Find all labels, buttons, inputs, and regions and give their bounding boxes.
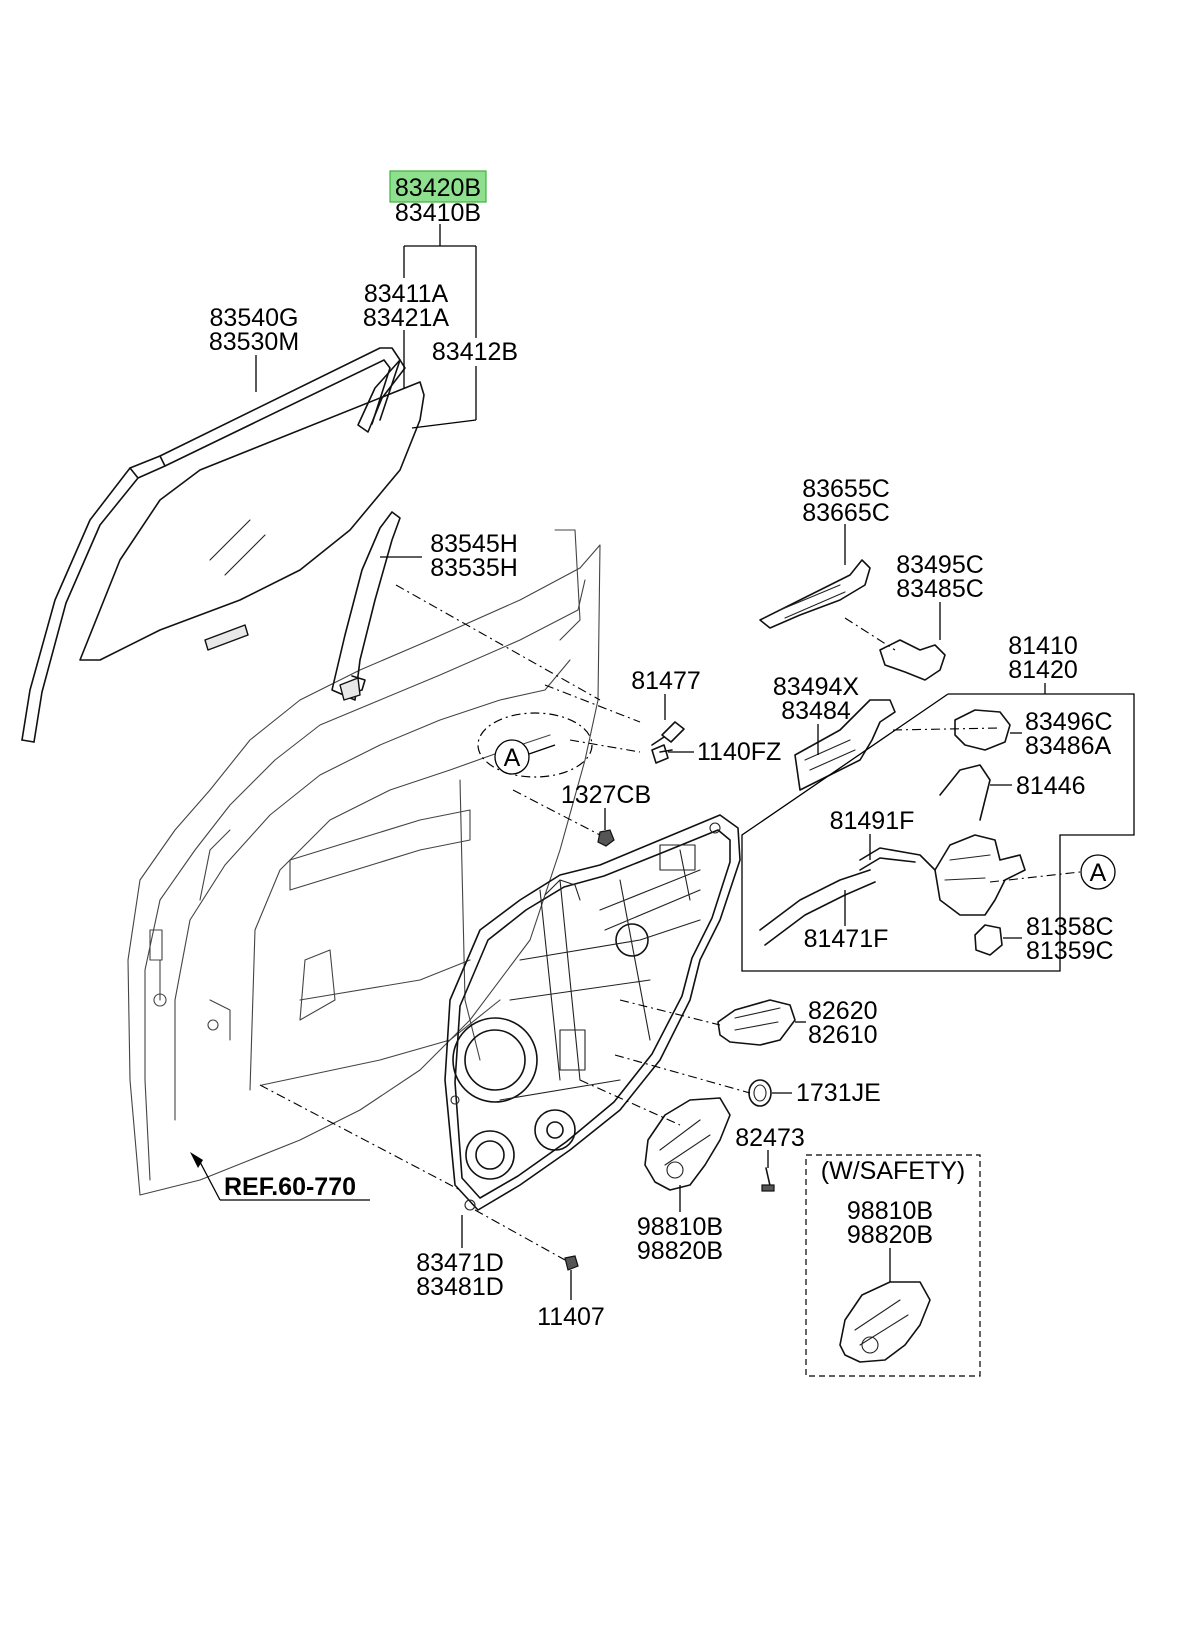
bolt-82473[interactable] (761, 1167, 775, 1192)
label-81358c[interactable]: 81358C (1026, 913, 1114, 941)
label-83471d[interactable]: 83471D (416, 1249, 504, 1277)
label-83486a[interactable]: 83486A (1025, 732, 1112, 760)
latch-rod[interactable] (939, 764, 991, 821)
lock-group-box (741, 693, 1135, 972)
window-motor-safety[interactable] (839, 1281, 931, 1363)
label-81471f[interactable]: 81471F (804, 925, 889, 953)
label-83485c[interactable]: 83485C (896, 575, 984, 603)
callout-a-right-ring (1080, 854, 1116, 890)
rear-lower-channel[interactable] (331, 511, 401, 701)
label-83535h[interactable]: 83535H (430, 554, 518, 582)
door-module-panel[interactable] (444, 814, 741, 1211)
outside-handle-bracket[interactable] (794, 699, 896, 791)
outside-handle-frame[interactable] (759, 559, 871, 629)
label-w-safety: (W/SAFETY) (821, 1157, 965, 1185)
label-83540g[interactable]: 83540G (210, 304, 299, 332)
label-98810b-safety[interactable]: 98810B (847, 1197, 933, 1225)
leader-lines (255, 224, 1046, 1300)
label-98820b[interactable]: 98820B (637, 1237, 723, 1265)
label-83412b[interactable]: 83412B (432, 338, 518, 366)
label-83410b[interactable]: 83410B (395, 199, 481, 227)
glass-channel-rear[interactable] (357, 359, 406, 433)
label-81446[interactable]: 81446 (1016, 772, 1086, 800)
latch-cable-upper[interactable] (859, 847, 936, 871)
label-1731je[interactable]: 1731JE (796, 1079, 881, 1107)
inside-door-handle[interactable] (717, 999, 796, 1046)
label-83484[interactable]: 83484 (781, 697, 851, 725)
bolt-11407[interactable] (564, 1255, 579, 1271)
door-latch-assembly[interactable] (934, 834, 1026, 916)
callout-a-region (477, 712, 593, 778)
bolt-1140fz[interactable] (651, 744, 673, 764)
label-83495c[interactable]: 83495C (896, 551, 984, 579)
grommet[interactable] (748, 1079, 772, 1107)
label-83411a[interactable]: 83411A (364, 280, 449, 308)
door-shell (127, 529, 601, 1196)
label-83481d[interactable]: 83481D (416, 1273, 504, 1301)
door-glass[interactable] (79, 381, 425, 661)
label-1327cb[interactable]: 1327CB (561, 781, 651, 809)
label-83421a[interactable]: 83421A (363, 304, 450, 332)
latch-cover[interactable] (974, 924, 1003, 956)
label-83665c[interactable]: 83665C (802, 499, 890, 527)
label-83496c[interactable]: 83496C (1025, 708, 1113, 736)
label-83530m[interactable]: 83530M (209, 328, 299, 356)
label-98810b[interactable]: 98810B (637, 1213, 723, 1241)
label-83494x[interactable]: 83494X (773, 673, 860, 701)
callout-a-left: A (504, 744, 521, 772)
label-81420[interactable]: 81420 (1008, 656, 1078, 684)
label-11407[interactable]: 11407 (537, 1303, 605, 1331)
window-motor[interactable] (644, 1097, 731, 1191)
label-81477[interactable]: 81477 (631, 667, 701, 695)
screw-81477[interactable] (651, 721, 685, 746)
label-81410[interactable]: 81410 (1008, 632, 1078, 660)
label-1140fz[interactable]: 1140FZ (697, 738, 781, 766)
outside-handle-cover[interactable] (879, 639, 946, 681)
ref-arrow (190, 1152, 370, 1201)
safety-variant-box (805, 1154, 981, 1377)
label-83655c[interactable]: 83655C (802, 475, 890, 503)
latch-cable-lower[interactable] (759, 869, 876, 946)
door-latch-actuator[interactable] (954, 709, 1011, 751)
dashed-guides (259, 584, 1081, 1261)
label-98820b-safety[interactable]: 98820B (847, 1221, 933, 1249)
part-highlight (389, 170, 487, 203)
label-81359c[interactable]: 81359C (1026, 937, 1114, 965)
label-83545h[interactable]: 83545H (430, 530, 518, 558)
label-82473[interactable]: 82473 (735, 1124, 805, 1152)
door-glass-run[interactable] (21, 347, 401, 743)
label-82610[interactable]: 82610 (808, 1021, 878, 1049)
nut-1327cb[interactable] (597, 829, 615, 847)
label-82620[interactable]: 82620 (808, 997, 878, 1025)
label-ref-60-770[interactable]: REF.60-770 (224, 1173, 356, 1201)
callout-a-right: A (1090, 859, 1107, 887)
label-81491f[interactable]: 81491F (830, 807, 915, 835)
label-83420b[interactable]: 83420B (395, 174, 481, 202)
